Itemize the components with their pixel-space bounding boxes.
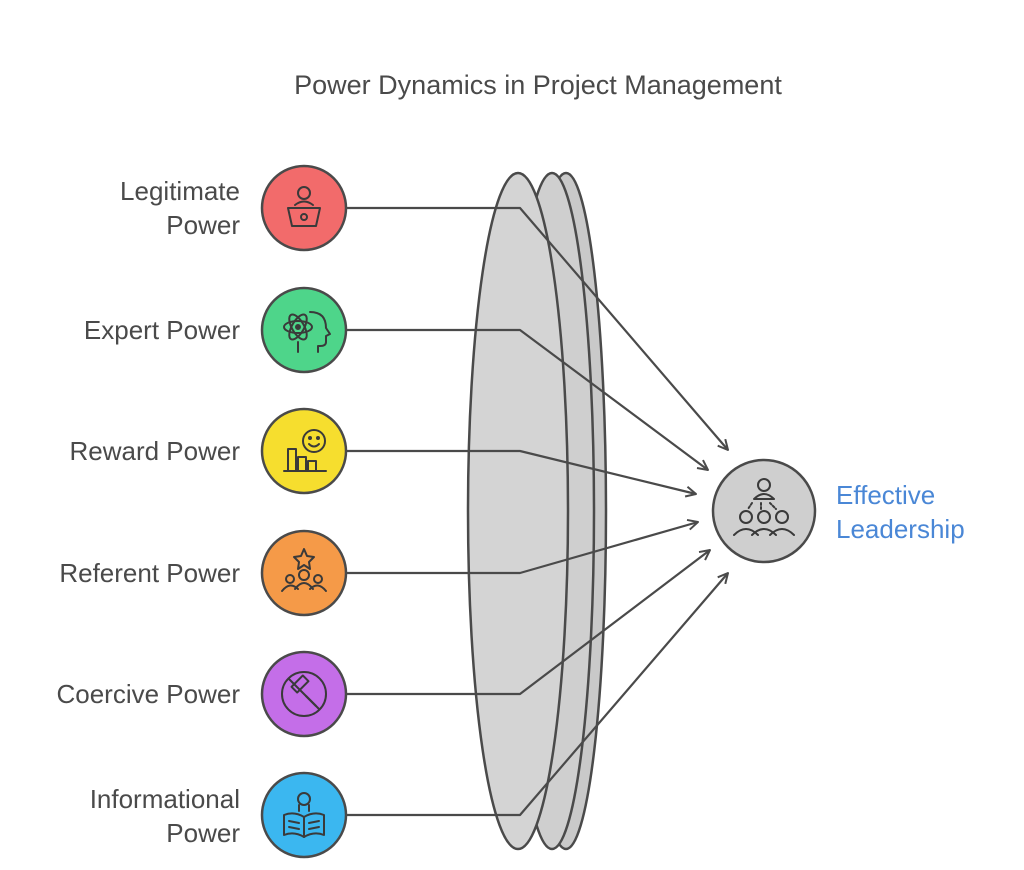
label-coercive-power: Coercive Power: [56, 679, 240, 709]
smile-bar-chart-icon: [283, 429, 327, 472]
lens: [466, 171, 608, 851]
label-reward-power: Reward Power: [69, 436, 240, 466]
podium-speaker-icon: [287, 186, 321, 227]
connector-expert: [346, 328, 709, 471]
connector-referent: [346, 518, 699, 575]
node-reward-power: [260, 407, 348, 495]
no-hammer-icon: [281, 671, 327, 717]
connector-legitimate: [346, 206, 729, 451]
connector-coercive: [346, 549, 711, 696]
reading-person-icon: [283, 792, 325, 838]
label-expert-power: Expert Power: [83, 315, 240, 345]
connector-reward: [346, 449, 697, 498]
label-legitimate-power: Legitimate Power: [120, 176, 240, 240]
leader-team-icon: [733, 478, 795, 536]
label-informational-power: Informational Power: [89, 784, 240, 848]
label-referent-power: Referent Power: [59, 558, 240, 588]
atom-head-icon: [283, 311, 331, 353]
connector-informational: [346, 572, 729, 817]
star-group-icon: [281, 548, 327, 592]
diagram-title: Power Dynamics in Project Management: [294, 70, 782, 100]
node-informational-power: [260, 771, 348, 859]
node-referent-power: [260, 529, 348, 617]
label-effective-leadership: Effective Leadership: [836, 480, 965, 544]
